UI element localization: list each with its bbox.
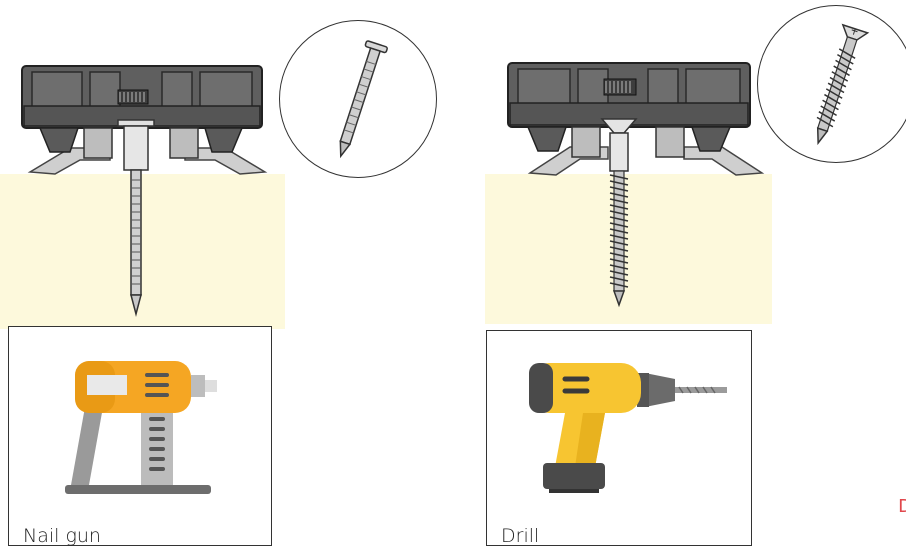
right-clip-illustration — [507, 62, 765, 308]
left-clip-illustration — [21, 65, 268, 317]
nail-gun-card: Nail gun — [8, 326, 272, 547]
screw-circle — [757, 5, 906, 163]
nail-gun-label: Nail gun — [23, 525, 101, 547]
screw-icon — [816, 23, 870, 146]
left-substrate — [0, 174, 285, 329]
drill-label: Drill — [501, 525, 540, 547]
nail-icon — [339, 40, 388, 159]
edge-text: D — [898, 496, 906, 517]
drill-card: Drill — [486, 330, 752, 547]
drill-icon — [529, 363, 727, 493]
right-substrate — [485, 174, 772, 324]
nail-circle — [279, 20, 437, 178]
nail-gun-icon — [65, 361, 217, 494]
